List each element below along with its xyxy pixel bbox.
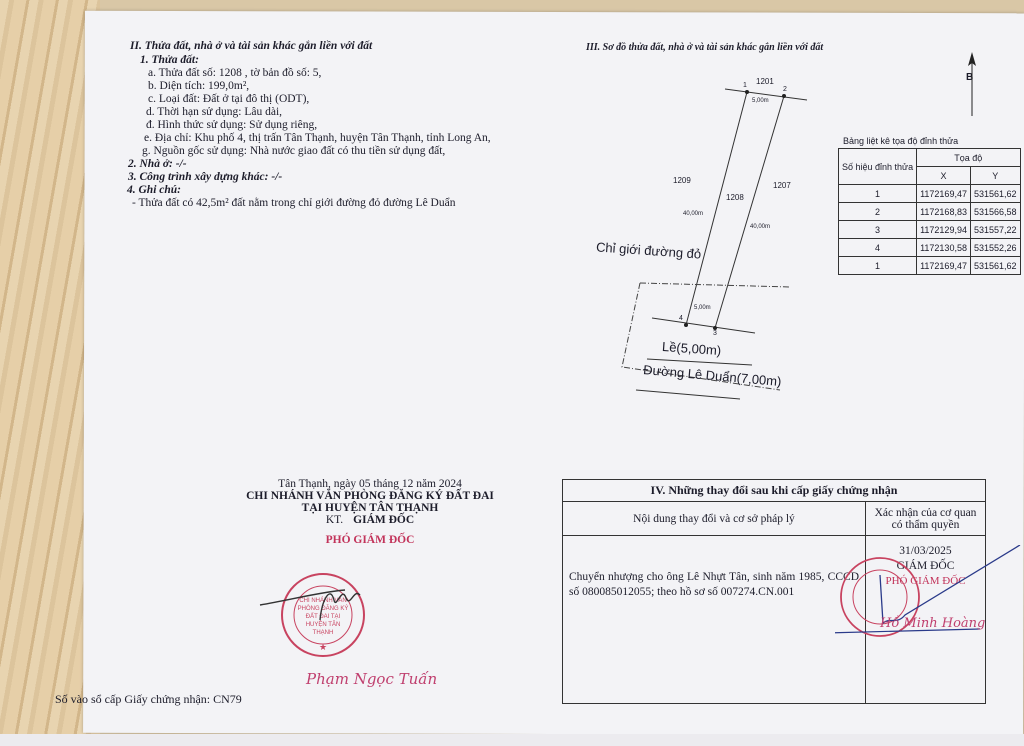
cell: 531557,22 (969, 220, 1021, 239)
north-arrow-icon (968, 52, 976, 116)
org-line-1: CHI NHÁNH VĂN PHÒNG ĐĂNG KÝ ĐẤT ĐAI (246, 490, 494, 502)
org-line-2: TẠI HUYỆN TÂN THẠNH (301, 502, 439, 514)
parcel-right-edge (714, 95, 785, 329)
cell: 1172129,94 (916, 220, 971, 239)
parcel-1209: 1209 (673, 176, 691, 185)
section2-heading: II. Thửa đất, nhà ở và tài sản khác gắn … (130, 40, 373, 52)
cell: 531561,62 (969, 184, 1021, 203)
official-stamp-right (835, 545, 1021, 637)
change-date: 31/03/2025 (899, 545, 952, 557)
signer-name-right: Hồ Minh Hoàng (880, 616, 986, 631)
director-title: GIÁM ĐỐC (353, 514, 415, 526)
vertex-3 (713, 326, 717, 330)
vertex-label-1: 1 (743, 82, 747, 89)
parcel-1201: 1201 (756, 77, 774, 86)
note-text: - Thửa đất có 42,5m² đất nằm trong chỉ g… (132, 197, 456, 209)
parcel-area: b. Diện tích: 199,0m², (148, 80, 250, 92)
confirmation-title: GIÁM ĐỐC (896, 560, 955, 572)
section4-heading: IV. Những thay đổi sau khi cấp giấy chứn… (562, 479, 986, 502)
usage-term: d. Thời hạn sử dụng: Lâu dài, (146, 106, 283, 118)
dim-bottom: 5,00m (694, 305, 711, 311)
dim-left: 40,00m (683, 211, 704, 217)
cell: 3 (837, 220, 918, 239)
svg-text:★: ★ (319, 642, 327, 652)
cell: 2 (837, 202, 918, 221)
parcel-left-edge (685, 91, 748, 326)
parcel-1207: 1207 (773, 181, 791, 190)
stamp-text: CHI NHÁNH VĂN PHÒNG ĐĂNG KÝ ĐẤT ĐAI TẠI … (297, 598, 349, 636)
dim-right: 40,00m (750, 224, 771, 230)
coord-table-title: Bảng liệt kê tọa độ đỉnh thửa (843, 136, 959, 146)
cell: 531566,58 (969, 202, 1021, 221)
changes-table: IV. Những thay đổi sau khi cấp giấy chứn… (562, 479, 986, 704)
cell: 1172169,47 (916, 256, 971, 275)
cell: 1172169,47 (916, 184, 971, 203)
cell: 1 (837, 184, 918, 203)
vertex-4 (684, 323, 688, 327)
deputy-title: PHÓ GIÁM ĐỐC (325, 534, 415, 546)
cell: 531552,26 (969, 238, 1021, 257)
kt-label: KT. (325, 514, 344, 526)
road-line (635, 389, 741, 400)
origin: g. Nguồn gốc sử dụng: Nhà nước giao đất … (142, 145, 446, 157)
col-y: Y (969, 166, 1021, 185)
red-line-boundary (639, 282, 791, 288)
section3-heading: III. Sơ đồ thửa đất, nhà ở và tài sản kh… (586, 42, 824, 53)
cell: 1 (837, 256, 918, 275)
parcel-1208: 1208 (726, 193, 744, 202)
page-edge (0, 734, 1024, 746)
change-content: Chuyển nhượng cho ông Lê Nhựt Tân, sinh … (562, 535, 866, 704)
confirmation-stamp-title: PHÓ GIÁM ĐỐC (885, 575, 966, 587)
cell: 1172168,83 (916, 202, 971, 221)
usage-form: đ. Hình thức sử dụng: Sử dụng riêng, (146, 119, 318, 131)
cell: 531561,62 (969, 256, 1021, 275)
vertex-label-2: 2 (783, 86, 787, 93)
dim-top: 5,00m (752, 98, 769, 104)
registry-number: Số vào sổ cấp Giấy chứng nhận: CN79 (55, 692, 242, 706)
official-stamp: ★ (281, 573, 365, 657)
road-boundary (621, 282, 781, 391)
signature-left (259, 589, 361, 621)
col-x: X (916, 166, 971, 185)
north-label: B (966, 72, 974, 83)
other-construction: 3. Công trình xây dựng khác: -/- (128, 171, 283, 183)
north-boundary-line (724, 88, 808, 101)
south-boundary-line (651, 317, 756, 334)
vertex-2 (782, 94, 786, 98)
section2-sub1: 1. Thửa đất: (140, 54, 199, 66)
notes-heading: 4. Ghi chú: (127, 184, 181, 196)
cell: 1172130,58 (916, 238, 971, 257)
cell: 4 (837, 238, 918, 257)
vertex-1 (745, 90, 749, 94)
col-point: Số hiệu đỉnh thửa (837, 148, 918, 185)
signer-name-left: Phạm Ngọc Tuấn (306, 670, 438, 688)
col-confirmation: Xác nhận của cơ quan có thẩm quyền (865, 501, 986, 536)
place-date: Tân Thạnh, ngày 05 tháng 12 năm 2024 (278, 478, 462, 490)
col-content: Nội dung thay đổi và cơ sở pháp lý (562, 501, 866, 536)
col-coord: Tọa độ (916, 148, 1021, 167)
vertex-label-3: 3 (713, 330, 717, 337)
land-type: c. Loại đất: Đất ở tại đô thị (ODT), (148, 93, 310, 105)
address: e. Địa chỉ: Khu phố 4, thị trấn Tân Thạn… (144, 132, 491, 144)
parcel-number: a. Thửa đất số: 1208 , tờ bản đồ số: 5, (148, 67, 322, 79)
vertex-label-4: 4 (679, 315, 683, 322)
house: 2. Nhà ở: -/- (128, 158, 187, 170)
sidewalk-line (646, 358, 753, 366)
